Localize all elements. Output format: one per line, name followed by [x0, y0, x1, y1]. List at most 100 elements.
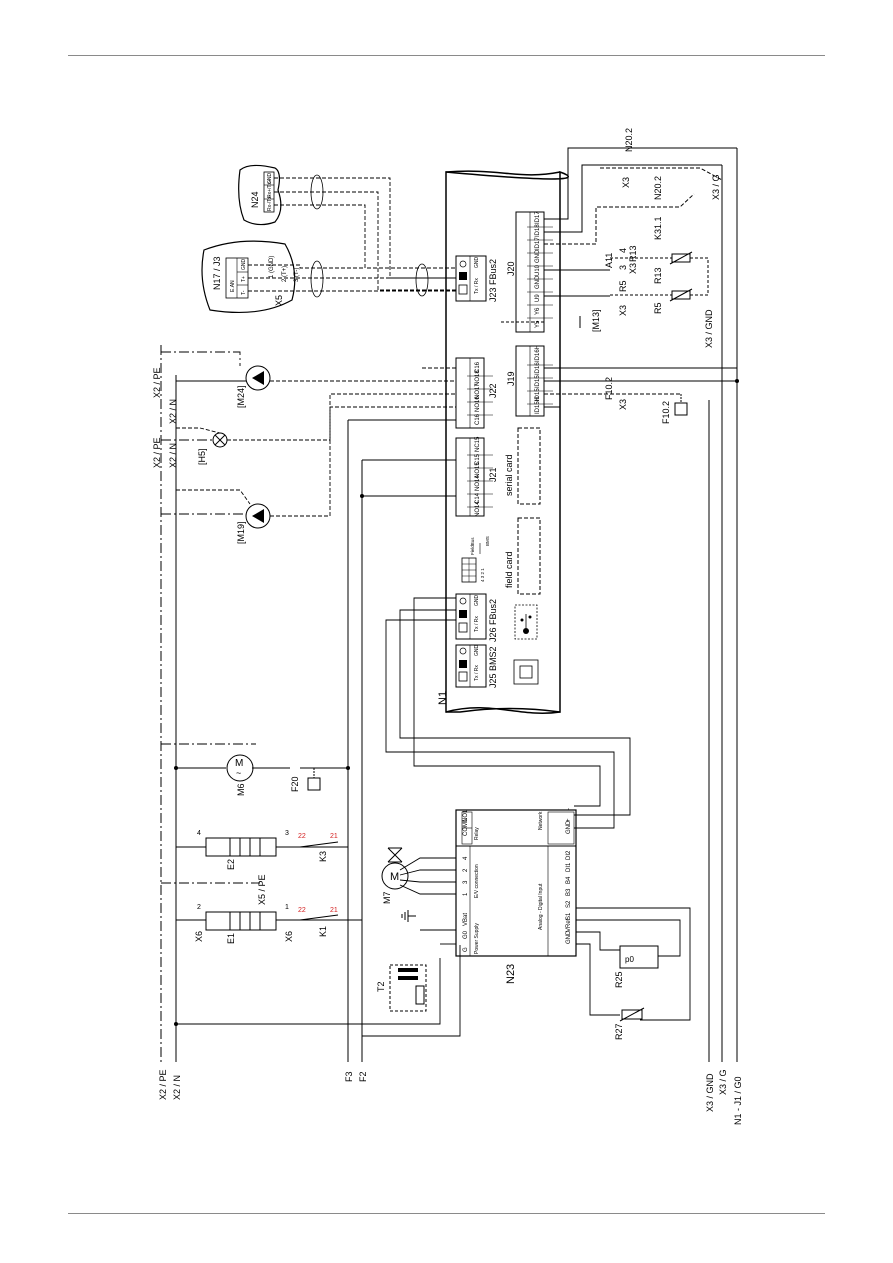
j25-label: J25 BMS2 [488, 646, 498, 688]
n23-net-pin: + [566, 818, 572, 822]
a11-term-a: 4 [618, 248, 628, 253]
f10-2-wire-label: F10.2 [604, 377, 614, 400]
n24-pin-gnd: GND [267, 173, 273, 185]
n17-wire-labels: 1 (GND) 2 (T+) 3 (T-) [269, 256, 300, 282]
svg-text:2: 2 [197, 904, 201, 911]
m7-label: M7 [382, 891, 392, 904]
rail-labels: X2 / PE X2 / N F3 F2 X3 / GND X3 / G N1 … [158, 1069, 743, 1125]
svg-text:1: 1 [285, 904, 289, 911]
heater-e2: E2 4 3 [197, 830, 289, 870]
m6-label: M6 [236, 783, 246, 796]
j25-connector: Tx / Rx GND J25 BMS2 [455, 644, 498, 688]
transformer-t2: T2 [376, 964, 427, 1012]
svg-text:22: 22 [298, 907, 306, 914]
n23-io-pin: GND [566, 930, 572, 944]
j19-pin: ID15 [535, 388, 541, 401]
n23-relay-pin: COM1 [463, 818, 469, 836]
svg-text:X2 / N: X2 / N [168, 399, 178, 424]
n23-io-pin: VRef [566, 918, 572, 932]
x3-g-top-label: X3 / G [711, 174, 721, 200]
j21-label: J21 [488, 467, 498, 482]
svg-text:X2 / PE: X2 / PE [152, 367, 162, 398]
x3-label-c: X3 [618, 305, 628, 316]
cable-shields [310, 174, 429, 298]
j23-txrx: Tx / Rx [474, 278, 480, 294]
j21-pin: NO14 [475, 501, 481, 517]
n23-network-label: Network [538, 811, 544, 830]
j19-pin: ID16 [535, 362, 541, 375]
rail-labels-top: X2 / PE X2 / N X2 / PE X2 / N [152, 367, 178, 468]
svg-text:M: M [235, 758, 243, 769]
r5-label-b: R5 [653, 302, 663, 314]
f3-label: F3 [344, 1071, 354, 1082]
n23-power-label: Power Supply [474, 923, 480, 954]
sensor-r25: p0 R25 [614, 945, 659, 988]
f10-2-switch [674, 394, 688, 416]
motor-m6: M ~ M6 [226, 754, 254, 796]
j21-pin: C15 [475, 453, 481, 465]
n17-label: N17 / J3 [212, 256, 222, 290]
m13-label: [M13] [591, 309, 601, 332]
r13-label-b: R13 [653, 267, 663, 284]
n23-ev-pin: 2 [463, 868, 469, 872]
n23-ev-label: E/V connection [474, 864, 480, 898]
svg-text:X2 / PE: X2 / PE [152, 437, 162, 468]
svg-text:~: ~ [236, 768, 241, 778]
m19-label: [M19] [236, 521, 246, 544]
x3-g-label: X3 / G [718, 1069, 728, 1095]
n17-pin-tminus: T- [241, 290, 247, 295]
n23-io-pin: DI1 [566, 862, 572, 872]
x2-n-label: X2 / N [172, 1075, 182, 1100]
right-labels: N20.2 X3 N20.2 X3 / G K31.1 A11 4 3 X3 R… [591, 128, 721, 424]
j20-pin: GND [535, 249, 541, 263]
sensor-r27: R27 [614, 1007, 645, 1040]
n23-wiring [385, 597, 691, 1021]
m24-label: [M24] [236, 385, 246, 408]
pump-m24: [M24] [236, 365, 271, 408]
j22-pin: C16 [475, 413, 481, 425]
lamp-h5: [H5] [197, 432, 228, 465]
j25-gnd: GND [474, 645, 480, 657]
j20-label: J20 [506, 261, 516, 276]
n23-driver: N23 VBatG0G4231DI2DI1B4B3S2S1VRefGNDNO1C… [455, 808, 577, 984]
dip-switch: 4 3 2 1 FieldBus BMS [461, 536, 490, 583]
r25-label: R25 [614, 971, 624, 988]
contactors: 22 21 22 21 K3 K1 [298, 833, 339, 937]
j20-pin: Y6 [535, 307, 541, 315]
usb-port-icon [514, 604, 538, 640]
n24-pin-rxtx-plus: Rx+/Tx+ [267, 179, 273, 198]
n23-io-pin: B4 [566, 876, 572, 884]
j22-label: J22 [488, 383, 498, 398]
h5-label: [H5] [197, 448, 207, 465]
motor-m7: M M7 [381, 847, 409, 904]
dip-numbers: 4 3 2 1 [480, 568, 485, 582]
n24-module: N24 GND Rx+/Tx+ Rx-/Tx- [238, 164, 282, 226]
k31-1-label: K31.1 [653, 216, 663, 240]
svg-text:21: 21 [330, 907, 338, 914]
n24-pin-rxtx-minus: Rx-/Tx- [267, 194, 273, 211]
n17-module: N17 / J3 E.AN GND T+ T- X5 [201, 240, 296, 314]
j23-connector: Tx / Rx GND J23 FBus2 [455, 255, 498, 302]
n17-pin-tplus: T+ [241, 276, 247, 282]
j25-txrx: Tx / Rx [474, 665, 480, 681]
j20-pin: U9 [535, 294, 541, 302]
bms-label: BMS [485, 536, 490, 546]
x5-label: X5 [274, 295, 284, 306]
svg-text:3 (T-): 3 (T-) [294, 268, 300, 282]
j19-pin: ID15 [535, 375, 541, 388]
n23-io-pin: S2 [566, 900, 572, 908]
n23-io-label: Analog - Digital Input [538, 883, 544, 930]
heater-e1: E1 2 1 X6 X6 X5 / PE [194, 874, 294, 944]
header-rule [68, 55, 825, 56]
svg-text:21: 21 [330, 833, 338, 840]
j20-pin: ID17 [535, 237, 541, 250]
k1-label: K1 [318, 926, 328, 937]
n23-io-pin: DI2 [566, 850, 572, 860]
j19-pin: ID16H [535, 345, 541, 362]
e1-label: E1 [226, 933, 236, 944]
j20-pin: Y5 [535, 320, 541, 328]
t2-label: T2 [376, 981, 386, 992]
f10-2-label: F10.2 [661, 401, 671, 424]
j19-label: J19 [506, 371, 516, 386]
